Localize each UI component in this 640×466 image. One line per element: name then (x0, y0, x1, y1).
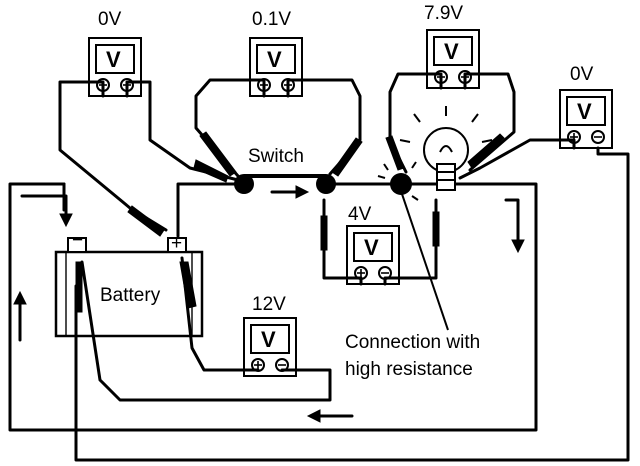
connection-label-line2: high resistance (345, 359, 473, 380)
probe-icon (467, 133, 505, 169)
meter-6-symbol: V (261, 327, 276, 352)
connection-label-line1: Connection with (345, 332, 480, 353)
probe-icon (320, 215, 328, 251)
probe-icon (127, 205, 165, 237)
meter-4-symbol: V (577, 99, 592, 124)
meter-1-symbol: V (106, 47, 121, 72)
probe-icon (432, 211, 440, 247)
meter-5-symbol: V (364, 235, 379, 260)
probe-icon (385, 135, 405, 171)
battery-label: Battery (100, 285, 161, 306)
battery-negative-terminal: − (72, 230, 83, 251)
probe-icon (199, 131, 237, 177)
meter-1-reading: 0V (98, 9, 122, 30)
meter-2-reading: 0.1V (252, 9, 291, 30)
meter-3-reading: 7.9V (424, 3, 463, 24)
probe-icon (75, 261, 83, 313)
wire-bulb-to-ground (8, 182, 538, 432)
connection-pointer-line (401, 193, 449, 331)
probe-icon (331, 137, 363, 177)
meter-3-symbol: V (444, 39, 459, 64)
meter-4-lead-negative (74, 146, 630, 462)
meter-4-lead-positive (458, 138, 576, 180)
probe-icon (179, 261, 197, 309)
battery-positive-terminal: + (171, 233, 182, 254)
meter-2-symbol: V (267, 47, 282, 72)
meter-3-lead-negative (463, 72, 516, 172)
meter-5-reading: 4V (348, 204, 372, 225)
switch-label: Switch (248, 146, 304, 167)
meter-6-lead-negative (80, 260, 332, 402)
meter-6-reading: 12V (252, 294, 286, 315)
meter-4-reading: 0V (570, 64, 594, 85)
arrow-icon (13, 185, 525, 423)
bulb-icon (399, 106, 493, 191)
wire-battery-positive (176, 182, 242, 238)
probe-icon (193, 159, 229, 183)
connection-point-icon (377, 161, 419, 201)
